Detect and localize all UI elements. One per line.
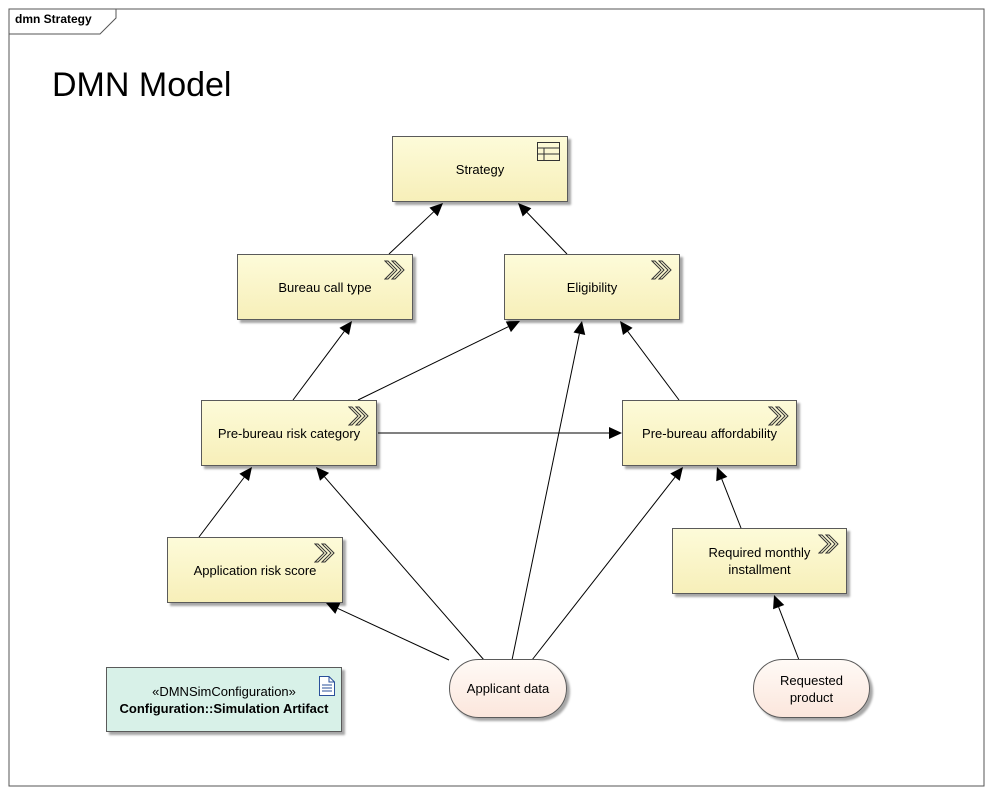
decision-application-risk-score[interactable]: Application risk score xyxy=(167,537,343,603)
edge-application-risk-score-to-pre-bureau-risk-category[interactable] xyxy=(198,467,252,538)
edge-pre-bureau-risk-category-to-bureau-call-type[interactable] xyxy=(292,321,352,401)
arrowhead xyxy=(239,467,252,481)
edge-line xyxy=(337,608,450,661)
input-applicant-data[interactable]: Applicant data xyxy=(449,659,567,718)
edge-line xyxy=(526,212,568,255)
edge-pre-bureau-risk-category-to-pre-bureau-affordability[interactable] xyxy=(378,427,622,439)
decision-chevron-icon xyxy=(314,543,335,563)
edge-requested-product-to-required-monthly-installment[interactable] xyxy=(773,595,800,661)
edge-line xyxy=(531,476,676,661)
arrowhead xyxy=(518,203,532,217)
arrowhead xyxy=(573,321,586,335)
edge-line xyxy=(721,478,742,529)
arrowhead xyxy=(429,203,443,217)
edge-required-monthly-installment-to-pre-bureau-affordability[interactable] xyxy=(716,467,742,529)
decision-application-risk-score-label: Application risk score xyxy=(193,562,317,578)
input-requested-product-label: Requested product xyxy=(780,672,843,705)
artifact-name: Configuration::Simulation Artifact xyxy=(119,700,329,716)
decision-chevron-icon xyxy=(768,406,789,426)
decision-chevron-icon xyxy=(348,406,369,426)
decision-pre-bureau-affordability[interactable]: Pre-bureau affordability xyxy=(622,400,797,466)
edges-layer xyxy=(198,203,800,661)
arrowhead xyxy=(670,467,683,481)
decision-bureau-call-type-label: Bureau call type xyxy=(278,279,372,295)
edge-applicant-data-to-pre-bureau-risk-category[interactable] xyxy=(316,467,485,661)
decision-pre-bureau-risk-category[interactable]: Pre-bureau risk category xyxy=(201,400,377,466)
arrowhead xyxy=(339,321,352,336)
edge-applicant-data-to-eligibility[interactable] xyxy=(511,321,586,661)
arrowhead xyxy=(316,467,330,481)
arrowhead xyxy=(773,595,785,610)
decision-required-monthly-installment[interactable]: Required monthly installment xyxy=(672,528,847,594)
decision-strategy[interactable]: Strategy xyxy=(392,136,568,202)
edge-applicant-data-to-application-risk-score[interactable] xyxy=(326,603,450,661)
artifact-stereotype: «DMNSimConfiguration» xyxy=(152,683,296,699)
edge-line xyxy=(511,333,580,661)
edge-applicant-data-to-pre-bureau-affordability[interactable] xyxy=(531,467,683,661)
input-requested-product[interactable]: Requested product xyxy=(753,659,870,718)
decision-bureau-call-type[interactable]: Bureau call type xyxy=(237,254,413,320)
decision-pre-bureau-affordability-label: Pre-bureau affordability xyxy=(642,425,777,441)
edge-bureau-call-type-to-strategy[interactable] xyxy=(388,203,443,255)
decision-chevron-icon xyxy=(818,534,839,554)
decision-pre-bureau-risk-category-label: Pre-bureau risk category xyxy=(217,425,361,441)
edge-line xyxy=(292,331,345,401)
edge-pre-bureau-affordability-to-eligibility[interactable] xyxy=(620,321,680,401)
arrowhead xyxy=(505,321,520,333)
frame-tab-label: dmn Strategy xyxy=(15,12,92,26)
decision-strategy-label: Strategy xyxy=(455,161,505,177)
edge-eligibility-to-strategy[interactable] xyxy=(518,203,568,255)
simulation-artifact[interactable]: «DMNSimConfiguration» Configuration::Sim… xyxy=(106,667,342,732)
decision-table-icon xyxy=(537,142,560,161)
decision-chevron-icon xyxy=(384,260,405,280)
decision-eligibility-label: Eligibility xyxy=(566,279,618,295)
arrowhead xyxy=(716,467,728,482)
edge-line xyxy=(778,606,800,661)
arrowhead xyxy=(609,427,622,439)
edge-line xyxy=(198,477,245,538)
decision-chevron-icon xyxy=(651,260,672,280)
edge-line xyxy=(388,211,434,255)
decision-eligibility[interactable]: Eligibility xyxy=(504,254,680,320)
diagram-title: DMN Model xyxy=(52,66,232,104)
decision-required-monthly-installment-label: Required monthly installment xyxy=(708,545,811,577)
edge-line xyxy=(357,326,509,401)
document-icon xyxy=(319,676,335,696)
edge-pre-bureau-risk-category-to-eligibility[interactable] xyxy=(357,321,520,401)
arrowhead xyxy=(620,321,633,336)
edge-line xyxy=(627,331,680,401)
arrowhead xyxy=(326,603,341,614)
input-applicant-data-label: Applicant data xyxy=(466,681,550,696)
edge-line xyxy=(324,476,485,661)
